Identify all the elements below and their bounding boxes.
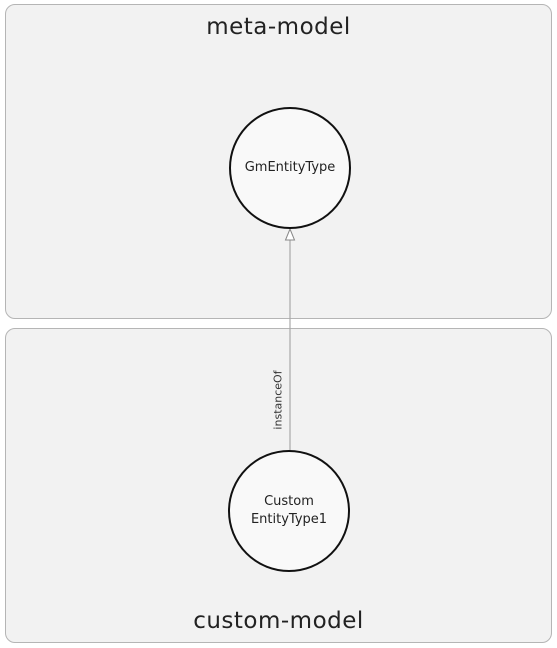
instance-of-edge-label: instanceOf: [271, 370, 285, 430]
custom-model-title: custom-model: [193, 608, 364, 634]
gm-entity-type-label: GmEntityType: [244, 160, 336, 175]
gm-entity-type-node[interactable]: GmEntityType: [229, 107, 351, 229]
meta-model-title: meta-model: [206, 14, 351, 40]
custom-entity-type-node[interactable]: Custom EntityType1: [228, 450, 350, 572]
custom-entity-type-label: Custom EntityType1: [250, 494, 328, 527]
